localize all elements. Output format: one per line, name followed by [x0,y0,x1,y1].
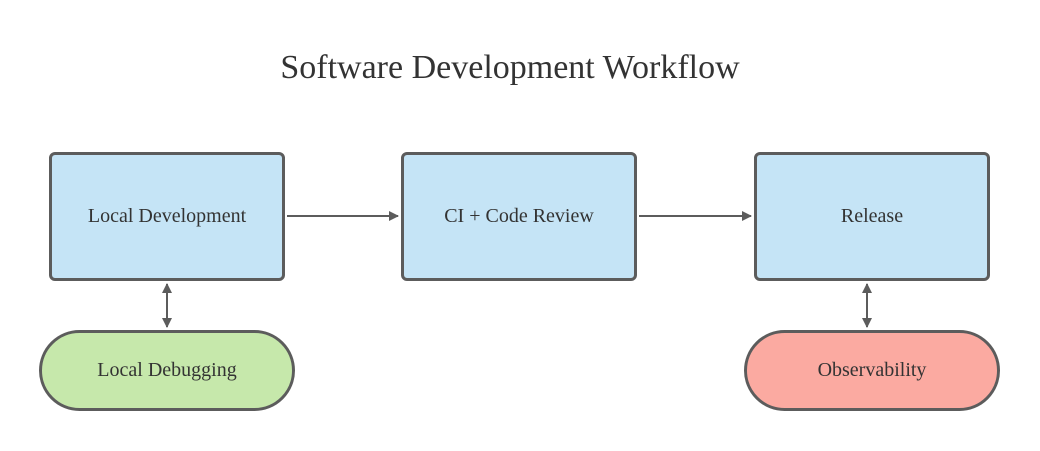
node-label: Observability [817,359,927,381]
node-label: Release [840,205,904,227]
node-label: Local Development [87,205,247,227]
node-release: Release [754,152,990,281]
node-label: Local Debugging [97,359,237,381]
node-ci-code-review: CI + Code Review [401,152,637,281]
node-observability: Observability [744,330,1000,411]
node-local-debugging: Local Debugging [39,330,295,411]
diagram-title: Software Development Workflow [280,49,740,86]
node-local-development: Local Development [49,152,285,281]
node-label: CI + Code Review [444,205,594,227]
